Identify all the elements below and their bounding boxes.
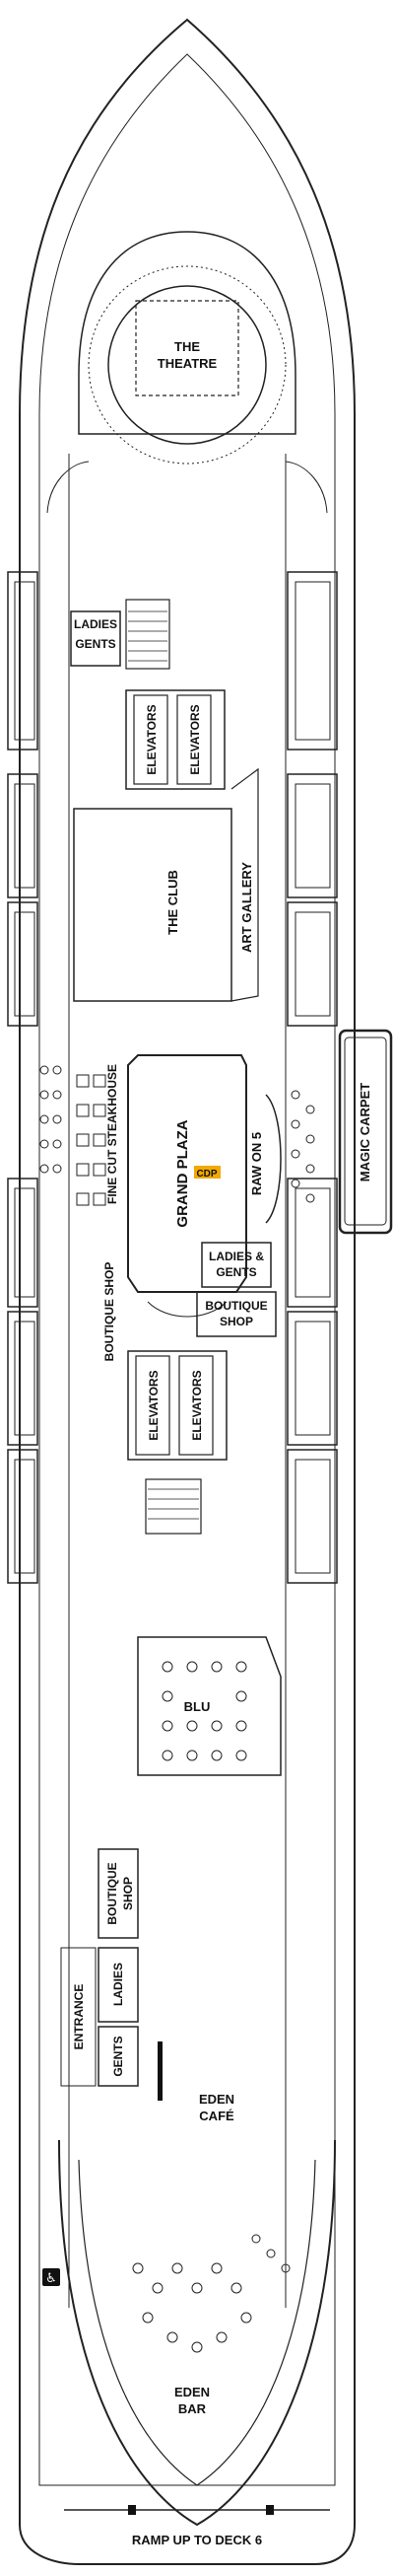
elevator-shaft-mid-1 — [135, 1355, 170, 1456]
grand-plaza-stair — [147, 1301, 228, 1318]
ramp-marker-right — [266, 2505, 274, 2515]
label-raw-on-5: RAW ON 5 — [249, 1132, 264, 1195]
label-ladies-aft: LADIES — [111, 1963, 125, 2006]
theatre-stair-right — [285, 461, 328, 514]
label-fine-cut-steakhouse: FINE CUT STEAKHOUSE — [105, 1064, 119, 1204]
label-gents-aft: GENTS — [111, 2036, 125, 2076]
label-eden-cafe-2: CAFÉ — [199, 2109, 234, 2123]
inner-hull — [38, 53, 336, 2486]
label-gents-top: GENTS — [75, 637, 115, 651]
blu-tables — [162, 1661, 247, 1761]
ramp-marker-left — [128, 2505, 136, 2515]
label-eden-bar-1: EDEN — [174, 2385, 210, 2399]
label-ladies-gents-mid-2: GENTS — [216, 1265, 256, 1279]
label-elevators-mid-1: ELEVATORS — [147, 1370, 161, 1440]
gents-aft-block — [98, 2026, 139, 2087]
label-blu: BLU — [184, 1699, 211, 1714]
label-eden-cafe-1: EDEN — [199, 2092, 234, 2107]
stairs-mid — [145, 1478, 202, 1535]
elevator-shaft-fwd-1 — [133, 694, 168, 785]
elevator-shaft-mid-2 — [178, 1355, 214, 1456]
label-ladies-gents-mid-1: LADIES & — [209, 1250, 264, 1263]
eden-tables — [132, 2234, 291, 2353]
boutique-shop-mid-block — [196, 1291, 277, 1337]
label-boutique-shop-right-2: SHOP — [220, 1315, 253, 1328]
hull-outline — [19, 18, 356, 2565]
steakhouse-tables — [39, 1065, 106, 1206]
boutique-shop-aft-block — [98, 1848, 139, 1939]
label-ladies-top: LADIES — [74, 617, 117, 631]
wheelchair-icon: ♿ — [45, 2270, 57, 2285]
label-theatre-1: THE — [174, 339, 200, 354]
label-grand-plaza: GRAND PLAZA — [174, 1119, 191, 1227]
elevator-shaft-fwd-2 — [176, 694, 212, 785]
left-rooms — [7, 571, 38, 1584]
blu-restaurant-outline — [137, 1636, 282, 1776]
label-boutique-shop-aft-2: SHOP — [121, 1877, 135, 1910]
label-elevators-mid-2: ELEVATORS — [190, 1370, 204, 1440]
ladies-aft-block — [98, 1947, 139, 2023]
label-eden-bar-2: BAR — [178, 2401, 207, 2416]
label-the-club: THE CLUB — [165, 870, 180, 935]
theatre-stair-left — [46, 461, 90, 514]
entrance-area — [60, 1947, 97, 2087]
stairs-top — [125, 599, 170, 670]
theatre-seating-outer — [78, 231, 296, 435]
the-club-area — [73, 808, 232, 1002]
theatre-stage-box — [135, 300, 239, 396]
label-theatre-2: THEATRE — [158, 356, 218, 371]
eden-curve-outer — [58, 2139, 336, 2527]
label-art-gallery: ART GALLERY — [239, 862, 254, 953]
label-magic-carpet: MAGIC CARPET — [358, 1083, 372, 1181]
theatre-seating-ring — [88, 265, 287, 465]
label-ramp: RAMP UP TO DECK 6 — [132, 2533, 262, 2547]
right-rooms — [287, 571, 338, 1584]
label-boutique-shop-right-1: BOUTIQUE — [205, 1299, 267, 1313]
ladies-gents-mid-block — [201, 1242, 272, 1288]
elevator-bank-mid — [127, 1350, 228, 1461]
ladies-gents-top-block — [70, 610, 121, 667]
magic-carpet-platform — [338, 1029, 393, 1235]
label-elevators-fwd-2: ELEVATORS — [188, 704, 202, 774]
label-cdp: CDP — [196, 1169, 217, 1180]
raw-on-5-seats — [291, 1090, 315, 1203]
label-boutique-shop-aft-1: BOUTIQUE — [105, 1862, 119, 1924]
cdp-marker — [194, 1166, 221, 1179]
accessible-badge — [42, 2268, 60, 2286]
label-entrance: ENTRANCE — [72, 1984, 86, 2050]
art-gallery-wall — [230, 767, 259, 1002]
theatre-stage-ring — [107, 285, 267, 445]
eden-curve-inner — [78, 2159, 316, 2486]
raw-on-5-bar — [265, 1094, 282, 1224]
elevator-bank-fwd — [125, 689, 226, 790]
label-boutique-shop-left: BOUTIQUE SHOP — [102, 1262, 116, 1362]
label-elevators-fwd-1: ELEVATORS — [145, 704, 159, 774]
gents-aft-divider — [158, 2041, 163, 2101]
